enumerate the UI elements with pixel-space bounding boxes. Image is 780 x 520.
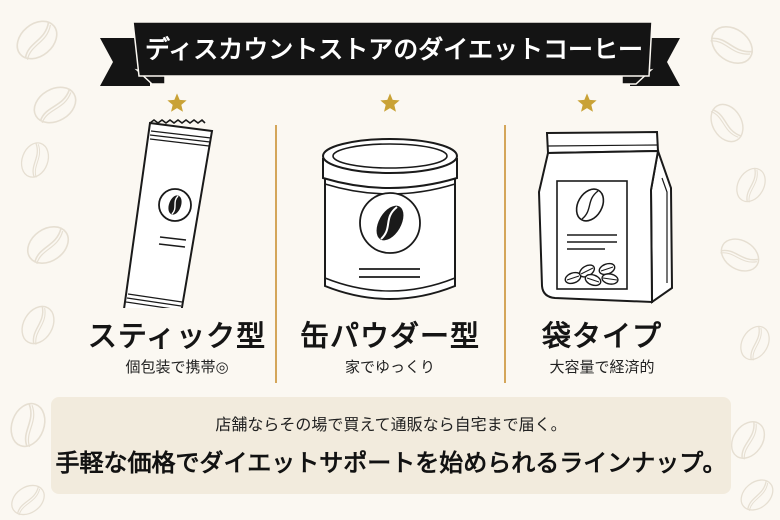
star-icon (577, 93, 597, 112)
product-name: スティック型 (87, 319, 267, 353)
product-description: 家でゆっくり (344, 358, 435, 376)
product-name: 缶パウダー型 (299, 319, 480, 353)
product-card-bag: 袋タイプ 大容量で経済的 (487, 88, 717, 388)
info-headline: 手軽な価格でダイエットサポートを始められるラインナップ。 (55, 449, 727, 477)
ribbon-shape (100, 21, 680, 86)
product-description: 個包装で携帯◎ (125, 358, 229, 376)
star-icon (167, 93, 187, 112)
title-banner: ディスカウントストアのダイエットコーヒー (0, 0, 780, 100)
product-name: 袋タイプ (541, 319, 662, 353)
star-icon (380, 93, 400, 112)
coffee-can-icon (322, 138, 458, 300)
column-divider (275, 125, 277, 383)
coffee-bag-icon (537, 130, 674, 304)
product-card-stick: スティック型 個包装で携帯◎ (62, 88, 292, 388)
info-panel: 店舗ならその場で買えて通販なら自宅まで届く。 手軽な価格でダイエットサポートを始… (51, 397, 731, 494)
product-card-can: 缶パウダー型 家でゆっくり (275, 88, 505, 388)
column-divider (504, 125, 506, 383)
product-description: 大容量で経済的 (549, 358, 655, 376)
info-subtext: 店舗ならその場で買えて通販なら自宅まで届く。 (215, 415, 567, 434)
coffee-stick-icon (123, 118, 214, 308)
page-title: ディスカウントストアのダイエットコーヒー (144, 35, 643, 64)
